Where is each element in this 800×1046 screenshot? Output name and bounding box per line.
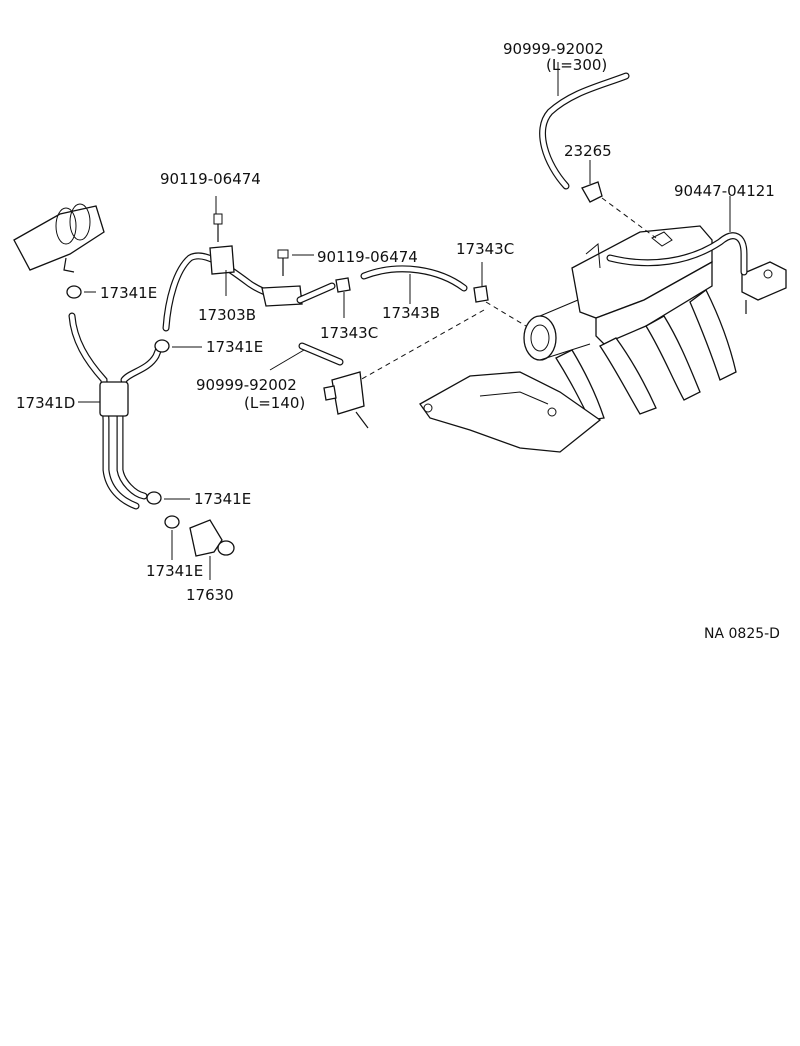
- clamp-17343c-upper: [359, 262, 527, 381]
- label-fitting-23265: 23265: [564, 142, 612, 160]
- label-hose-mid-length: (L=140): [244, 394, 305, 412]
- intake-manifold: [419, 225, 787, 453]
- diagram-code: NA 0825-D: [704, 626, 780, 642]
- pipe-17303b: [162, 245, 304, 332]
- short-hose-middle: [296, 277, 351, 318]
- label-clamp-17341e-2: 17341E: [206, 338, 263, 356]
- label-bolt-left: 90119-06474: [160, 170, 261, 188]
- vsv-17630: [189, 519, 235, 580]
- label-pipe-17303b: 17303B: [198, 306, 256, 324]
- label-hose-mid-part: 90999-92002: [196, 376, 297, 394]
- hose-17341d: [68, 312, 164, 510]
- label-clamp-17341e-4: 17341E: [146, 562, 203, 580]
- label-clamp-17343c-top: 17343C: [456, 240, 514, 258]
- top-vacuum-hose: [539, 62, 630, 190]
- clamp-17341e-2: [154, 339, 202, 353]
- label-bolt-90447: 90447-04121: [674, 182, 775, 200]
- fitting-23265: [581, 160, 657, 239]
- label-hose-top-length: (L=300): [546, 56, 607, 74]
- label-clamp-17343c-bottom: 17343C: [320, 324, 378, 342]
- hose-17343b: [360, 265, 468, 304]
- bpt-valve: [323, 371, 369, 429]
- label-clamp-17341e-3: 17341E: [194, 490, 251, 508]
- clamp-17341e-3: [146, 491, 190, 505]
- label-hose-17341d: 17341D: [16, 394, 75, 412]
- bolt-mid: [277, 249, 314, 276]
- label-vsv-17630: 17630: [186, 586, 234, 604]
- label-bolt-mid: 90119-06474: [317, 248, 418, 266]
- label-hose-17343b: 17343B: [382, 304, 440, 322]
- clamp-17341e-4: [164, 515, 180, 560]
- clamp-17341e-1: [66, 285, 96, 299]
- label-clamp-17341e-1: 17341E: [100, 284, 157, 302]
- bolt-left: [213, 196, 223, 242]
- label-hose-top-part: 90999-92002: [503, 40, 604, 58]
- mid-hose: [269, 342, 344, 371]
- manifold-hose: [606, 196, 748, 276]
- canister-end: [13, 203, 105, 273]
